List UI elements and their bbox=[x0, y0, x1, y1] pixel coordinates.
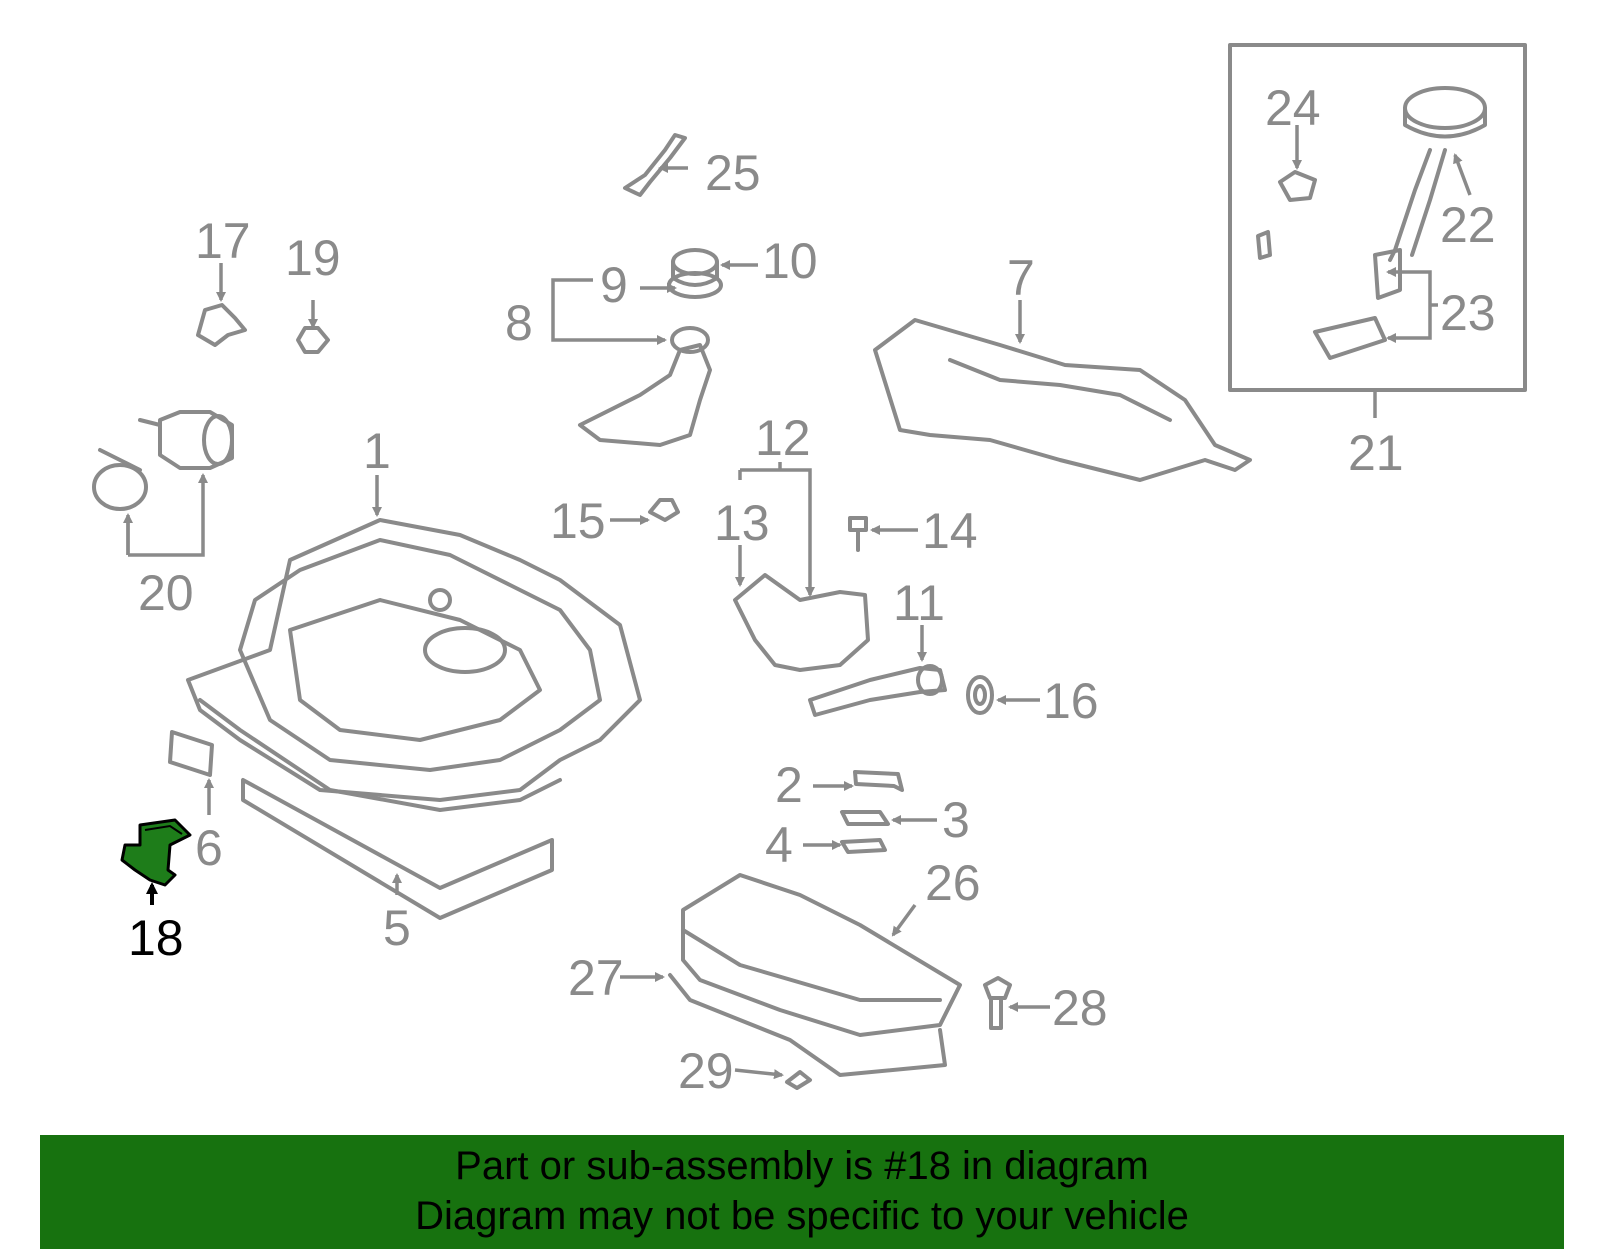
callout-18: 18 bbox=[128, 910, 184, 966]
pump-part-20 bbox=[92, 410, 234, 511]
callout-8: 8 bbox=[505, 295, 533, 351]
clip-part-19 bbox=[296, 326, 330, 354]
info-banner: Part or sub-assembly is #18 in diagram D… bbox=[40, 1135, 1564, 1249]
shield-part-5 bbox=[241, 778, 554, 920]
nut-part-15 bbox=[648, 498, 680, 522]
callout-15: 15 bbox=[550, 493, 606, 549]
bracket-part-12 bbox=[733, 573, 870, 672]
callout-4: 4 bbox=[765, 817, 793, 873]
callout-26: 26 bbox=[925, 855, 981, 911]
bolt-part-28 bbox=[983, 976, 1012, 1030]
cap-part-10 bbox=[671, 248, 719, 287]
filler-neck-part-8 bbox=[578, 326, 712, 447]
leader-lines bbox=[123, 125, 1472, 1080]
callout-6: 6 bbox=[195, 820, 223, 876]
clip-part-2 bbox=[853, 770, 904, 792]
callout-25: 25 bbox=[705, 145, 761, 201]
banner-line-2: Diagram may not be specific to your vehi… bbox=[415, 1194, 1189, 1238]
callout-7: 7 bbox=[1007, 250, 1035, 306]
callout-19: 19 bbox=[285, 230, 341, 286]
callout-27: 27 bbox=[568, 950, 624, 1006]
callout-14: 14 bbox=[922, 503, 978, 559]
highlighted-part-18 bbox=[120, 818, 192, 887]
callout-22: 22 bbox=[1440, 197, 1496, 253]
callout-5: 5 bbox=[383, 900, 411, 956]
grommet-part-16 bbox=[966, 675, 994, 715]
fuel-tank-part-1 bbox=[186, 518, 642, 812]
callout-1: 1 bbox=[363, 423, 391, 479]
callout-17: 17 bbox=[195, 213, 251, 269]
valve-part-17 bbox=[196, 303, 247, 347]
callout-13: 13 bbox=[714, 495, 770, 551]
skid-plate-part-26 bbox=[681, 873, 962, 1037]
callout-3: 3 bbox=[942, 792, 970, 848]
banner-line-1: Part or sub-assembly is #18 in diagram bbox=[455, 1144, 1149, 1188]
callout-10: 10 bbox=[762, 233, 818, 289]
heat-shield-part-7 bbox=[873, 318, 1252, 482]
clip-part-4 bbox=[840, 838, 887, 854]
sender-part-25 bbox=[623, 133, 687, 197]
callout-21: 21 bbox=[1348, 425, 1404, 481]
hose-part-11 bbox=[808, 664, 947, 717]
clip-part-3 bbox=[840, 810, 890, 826]
callout-9: 9 bbox=[600, 257, 628, 313]
callout-29: 29 bbox=[678, 1043, 734, 1099]
callout-labels: 1 2 3 4 5 6 7 8 9 10 11 12 13 14 15 16 1… bbox=[128, 80, 1496, 1099]
pad-part-6 bbox=[168, 730, 214, 777]
bolt-part-14 bbox=[848, 516, 868, 552]
callout-24: 24 bbox=[1265, 80, 1321, 136]
callout-23: 23 bbox=[1440, 285, 1496, 341]
callout-28: 28 bbox=[1052, 980, 1108, 1036]
callout-11: 11 bbox=[893, 575, 945, 631]
callout-2: 2 bbox=[775, 757, 803, 813]
callout-12: 12 bbox=[755, 410, 811, 466]
skid-plate-part-27 bbox=[668, 973, 947, 1077]
callout-20: 20 bbox=[138, 565, 194, 621]
clip-part-29 bbox=[785, 1070, 812, 1090]
callout-16: 16 bbox=[1043, 673, 1099, 729]
fuel-pump-assembly-inset bbox=[1228, 43, 1527, 392]
